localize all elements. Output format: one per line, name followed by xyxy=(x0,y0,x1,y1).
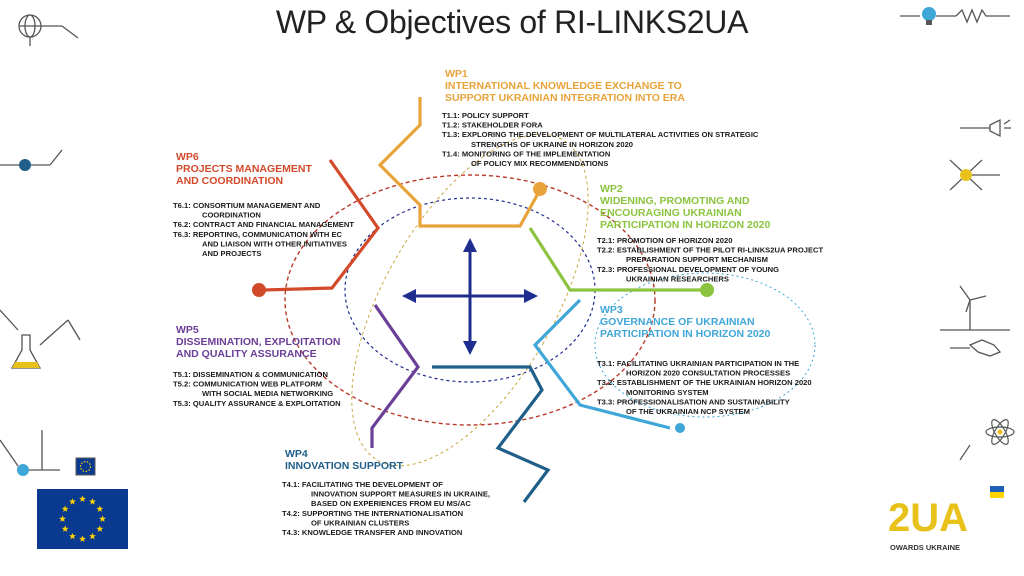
eu-star xyxy=(59,515,66,522)
eu-star xyxy=(89,498,96,505)
wp1-task: T1.2: STAKEHOLDER FORA xyxy=(442,121,543,130)
wp3-task: OF THE UKRAINIAN NCP SYSTEM xyxy=(626,407,750,416)
wp6-task: AND LIAISON WITH OTHER INITIATIVES xyxy=(202,239,347,248)
wp2-task: T2.2: ESTABLISHMENT OF THE PILOT RI-LINK… xyxy=(597,246,823,255)
flask-icon xyxy=(0,309,81,369)
wp2-id: WP2 xyxy=(600,183,623,195)
wp2-title-line: WIDENING, PROMOTING AND xyxy=(600,195,750,207)
eu-flag xyxy=(37,489,128,549)
network-icon xyxy=(949,159,1000,191)
wp3-task: MONITORING SYSTEM xyxy=(626,388,709,397)
wp3-branch xyxy=(532,298,685,433)
wp4-task: T4.2: SUPPORTING THE INTERNATIONALISATIO… xyxy=(282,509,463,518)
wp1-task: OF POLICY MIX RECOMMENDATIONS xyxy=(471,159,608,168)
wp3-task: T3.3: PROFESSIONALISATION AND SUSTAINABI… xyxy=(597,397,790,406)
eu-star xyxy=(69,498,76,505)
eu-flag-icon xyxy=(75,457,96,476)
eu-stars xyxy=(59,495,106,542)
wp3-title-line: PARTICIPATION IN HORIZON 2020 xyxy=(600,328,771,340)
eu-star xyxy=(96,525,104,532)
wp5-task: T5.2: COMMUNICATION WEB PLATFORM xyxy=(173,380,322,389)
eu-star xyxy=(61,505,69,512)
wp6-title-line: PROJECTS MANAGEMENT xyxy=(176,163,313,175)
eu-star xyxy=(61,525,69,532)
circuit-node-icon xyxy=(0,149,63,171)
wp6-task: COORDINATION xyxy=(202,211,261,220)
ri-links2ua-logo: 2UA OWARDS UKRAINE xyxy=(888,486,1004,552)
wind-turbine-icon xyxy=(940,285,1010,331)
logo-mark: 2UA xyxy=(888,496,968,540)
wp4-title-line: INNOVATION SUPPORT xyxy=(285,460,404,472)
atom-icon xyxy=(959,419,1015,461)
wp2-task: T2.3: PROFESSIONAL DEVELOPMENT OF YOUNG xyxy=(597,265,779,274)
wp6-title-line: AND COORDINATION xyxy=(176,175,283,187)
wp5-task: T5.1: DISSEMINATION & COMMUNICATION xyxy=(173,370,328,379)
wp4-branch xyxy=(432,365,551,503)
eu-star xyxy=(99,515,106,522)
wp5-id: WP5 xyxy=(176,324,199,336)
wp6-task: T6.2: CONTRACT AND FINANCIAL MANAGEMENT xyxy=(173,220,354,229)
eu-star xyxy=(89,532,96,540)
wp5-task: WITH SOCIAL MEDIA NETWORKING xyxy=(202,389,333,398)
wp2-title-line: PARTICIPATION IN HORIZON 2020 xyxy=(600,219,771,231)
wp4-task: OF UKRAINIAN CLUSTERS xyxy=(311,518,409,527)
logo-tagline: OWARDS UKRAINE xyxy=(890,543,960,552)
wp1-title-line: SUPPORT UKRAINIAN INTEGRATION INTO ERA xyxy=(445,92,685,104)
eu-star xyxy=(96,505,104,512)
eu-star xyxy=(79,535,86,542)
wp1-id: WP1 xyxy=(445,68,468,80)
wp2-task: PREPARATION SUPPORT MECHANISM xyxy=(626,255,768,264)
resistor-icon xyxy=(955,8,1010,24)
wp1-task: T1.1: POLICY SUPPORT xyxy=(442,111,529,120)
wp6-task: AND PROJECTS xyxy=(202,249,262,258)
wp2-task: UKRAINIAN RESEARCHERS xyxy=(626,274,729,283)
wp3-task: T3.2: ESTABLISHMENT OF THE UKRAINIAN HOR… xyxy=(597,378,812,387)
wp5-branch xyxy=(370,304,420,448)
eu-star xyxy=(79,495,86,502)
wp1-branch xyxy=(377,97,547,228)
wp5-title-line: AND QUALITY ASSURANCE xyxy=(176,348,317,360)
wp6-task: T6.3: REPORTING, COMMUNICATION WITH EC xyxy=(173,230,343,239)
wp4-task: T4.3: KNOWLEDGE TRANSFER AND INNOVATION xyxy=(282,528,462,537)
wp5-title-line: DISSEMINATION, EXPLOITATION xyxy=(176,336,341,348)
wp3-id: WP3 xyxy=(600,304,623,316)
wp1-task: T1.4: MONITORING OF THE IMPLEMENTATION xyxy=(442,149,610,158)
wp3-task: HORIZON 2020 CONSULTATION PROCESSES xyxy=(626,369,790,378)
wp6-branch xyxy=(252,159,380,297)
molecule-icon xyxy=(0,430,60,476)
wp5-task: T5.3: QUALITY ASSURANCE & EXPLOITATION xyxy=(173,399,341,408)
wp3-task: T3.1: FACILITATING UKRAINIAN PARTICIPATI… xyxy=(597,359,799,368)
wp4-task: T4.1: FACILITATING THE DEVELOPMENT OF xyxy=(282,480,443,489)
wp6-task: T6.1: CONSORTIUM MANAGEMENT AND xyxy=(173,201,321,210)
globe-icon xyxy=(18,14,79,46)
wp1-task: T1.3: EXPLORING THE DEVELOPMENT OF MULTI… xyxy=(442,130,759,139)
megaphone-icon xyxy=(960,118,1011,138)
wp4-task: INNOVATION SUPPORT MEASURES IN UKRAINE, xyxy=(311,490,490,499)
wp6-id: WP6 xyxy=(176,151,199,163)
wp2-task: T2.1: PROMOTION OF HORIZON 2020 xyxy=(597,236,732,245)
wp4-task: BASED ON EXPERIENCES FROM EU MS/AC xyxy=(311,499,471,508)
wp1-title-line: INTERNATIONAL KNOWLEDGE EXCHANGE TO xyxy=(445,80,682,92)
wp1-task: STRENGTHS OF UKRAINE IN HORIZON 2020 xyxy=(471,140,633,149)
wp4-id: WP4 xyxy=(285,448,308,460)
central-cross-arrows xyxy=(402,238,538,355)
eu-star xyxy=(69,532,76,540)
wp2-title-line: ENCOURAGING UKRAINIAN xyxy=(600,207,742,219)
page-title: WP & Objectives of RI-LINKS2UA xyxy=(275,4,749,40)
lightbulb-icon xyxy=(900,7,956,25)
wp3-title-line: GOVERNANCE OF UKRAINIAN xyxy=(600,316,755,328)
wp2-branch xyxy=(528,227,714,297)
handshake-icon xyxy=(950,339,1002,357)
